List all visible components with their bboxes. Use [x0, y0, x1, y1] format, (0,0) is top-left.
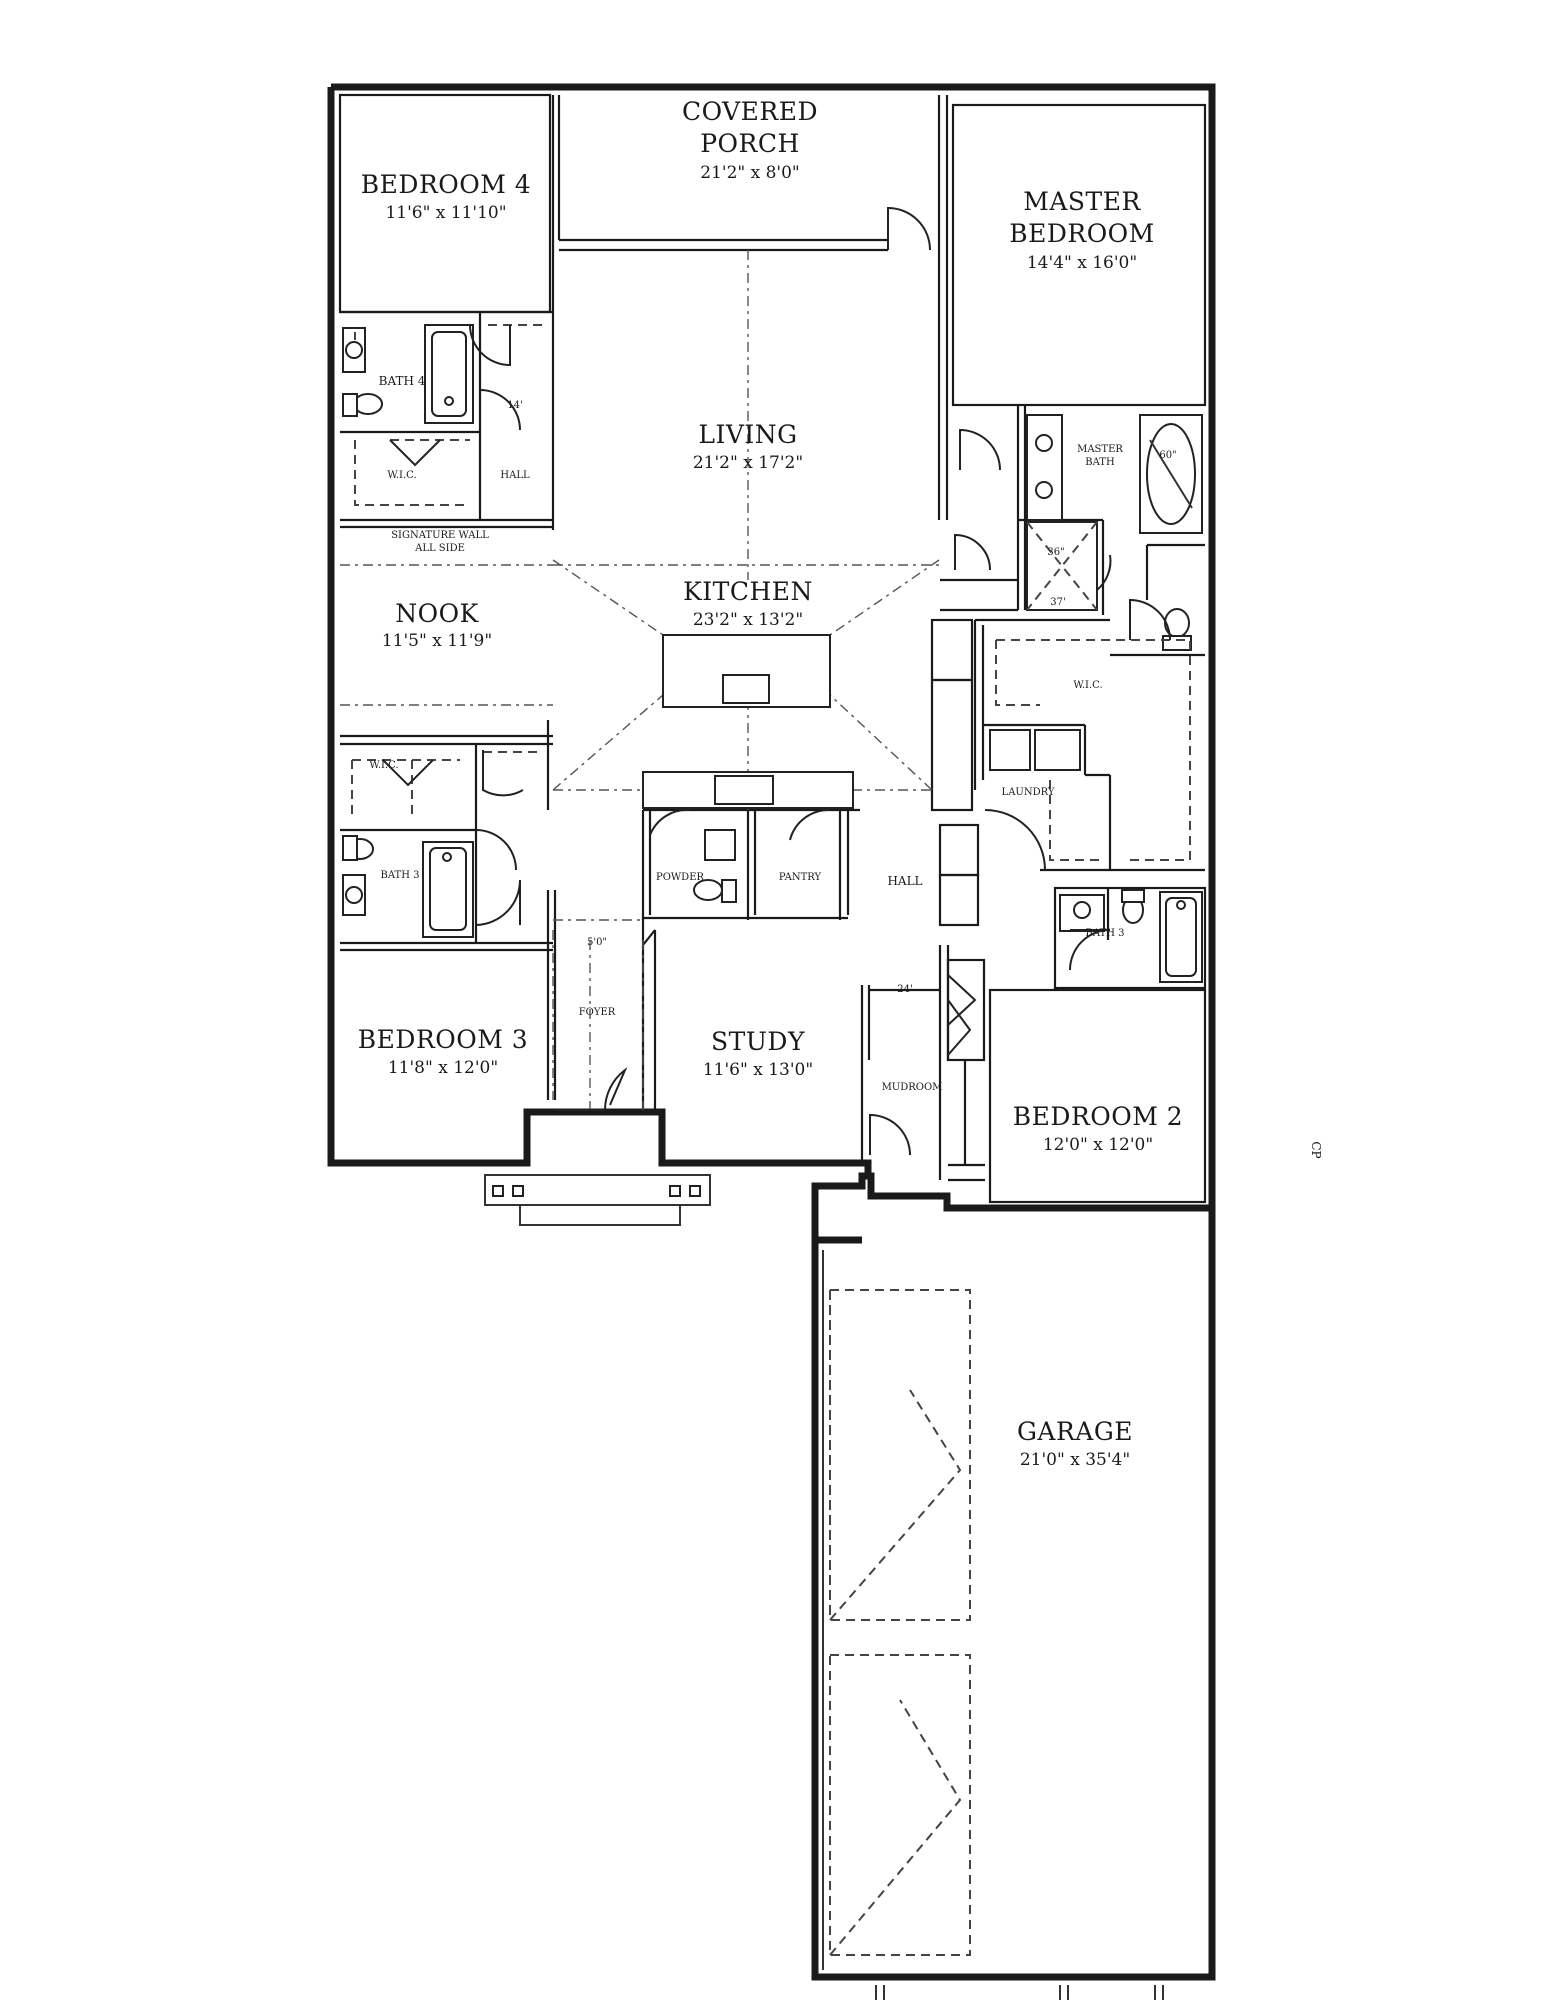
- garage-label: GARAGE: [1017, 1417, 1133, 1446]
- bath3-left-label: BATH 3: [381, 870, 420, 881]
- wic-bed3-label: W.I.C.: [369, 760, 398, 771]
- foyer-label: FOYER: [579, 1007, 616, 1018]
- room-labels: COVERED PORCH 21'2" x 8'0" BEDROOM 4 11'…: [358, 97, 1183, 1470]
- small-labels: BATH 4 W.I.C. HALL 14' SIGNATURE WALL AL…: [369, 374, 1323, 1159]
- kitchen-dim: 23'2" x 13'2": [693, 610, 803, 630]
- bedroom2-label: BEDROOM 2: [1013, 1102, 1183, 1131]
- covered-porch-label-2: PORCH: [700, 129, 800, 158]
- master-bedroom-dim: 14'4" x 16'0": [1027, 253, 1137, 273]
- living-label: LIVING: [698, 420, 797, 449]
- dim-shower: 37': [1050, 597, 1065, 608]
- doors: [382, 206, 1171, 1156]
- dim-tub2: 60": [1159, 450, 1176, 461]
- ceiling-lines: [340, 250, 940, 1110]
- bedroom4-label: BEDROOM 4: [361, 170, 531, 199]
- covered-porch-label: COVERED: [682, 97, 818, 126]
- nook-dim: 11'5" x 11'9": [382, 631, 492, 651]
- dim-5-0: 5'0": [587, 937, 607, 948]
- signature-wall-label-2: ALL SIDE: [414, 543, 465, 554]
- mudroom-label: MUDROOM: [882, 1082, 943, 1093]
- master-bedroom-label-2: BEDROOM: [1009, 219, 1155, 248]
- fixtures: [342, 324, 1203, 983]
- island-sink: [722, 674, 770, 704]
- stray-mark: CP: [1309, 1141, 1323, 1158]
- bedroom3-dim: 11'8" x 12'0": [388, 1058, 498, 1078]
- nook-label: NOOK: [395, 599, 479, 628]
- study-label: STUDY: [711, 1027, 805, 1056]
- powder-toilet: [693, 879, 723, 901]
- signature-wall-label: SIGNATURE WALL: [391, 530, 489, 541]
- bath4-toilet: [353, 393, 383, 415]
- dim-hall-lower: 24': [897, 984, 912, 995]
- dim-tub: 36": [1047, 547, 1064, 558]
- bedroom3-label: BEDROOM 3: [358, 1025, 528, 1054]
- garage-dim: 21'0" x 35'4": [1020, 1450, 1130, 1470]
- bedroom4-dim: 11'6" x 11'10": [385, 203, 506, 223]
- living-dim: 21'2" x 17'2": [693, 453, 803, 473]
- wic-master-label: W.I.C.: [1073, 680, 1102, 691]
- wic-bed4-label: W.I.C.: [387, 470, 416, 481]
- powder-label: POWDER: [656, 872, 705, 883]
- dim-hall-upper: 14': [507, 400, 522, 411]
- bath4-label: BATH 4: [379, 374, 426, 388]
- master-bedroom-label: MASTER: [1023, 187, 1141, 216]
- hall-upper-label: HALL: [500, 470, 530, 481]
- right-bath-label: BATH 3: [1086, 928, 1125, 939]
- kitchen-label: KITCHEN: [683, 577, 813, 606]
- garage-details: [822, 1250, 1164, 2000]
- exterior-walls: [327, 83, 1216, 1981]
- master-bath-label-2: BATH: [1085, 457, 1115, 468]
- bedroom2-dim: 12'0" x 12'0": [1043, 1135, 1153, 1155]
- master-bath-label: MASTER: [1077, 444, 1123, 455]
- kitchen-island: [662, 634, 831, 708]
- pantry-label: PANTRY: [779, 872, 822, 883]
- hall-center-label: HALL: [887, 874, 922, 888]
- study-dim: 11'6" x 13'0": [703, 1060, 813, 1080]
- laundry-label: LAUNDRY: [1002, 787, 1055, 798]
- covered-porch-dim: 21'2" x 8'0": [700, 163, 799, 183]
- interior-walls: [338, 93, 1207, 1204]
- front-steps: [484, 1174, 711, 1226]
